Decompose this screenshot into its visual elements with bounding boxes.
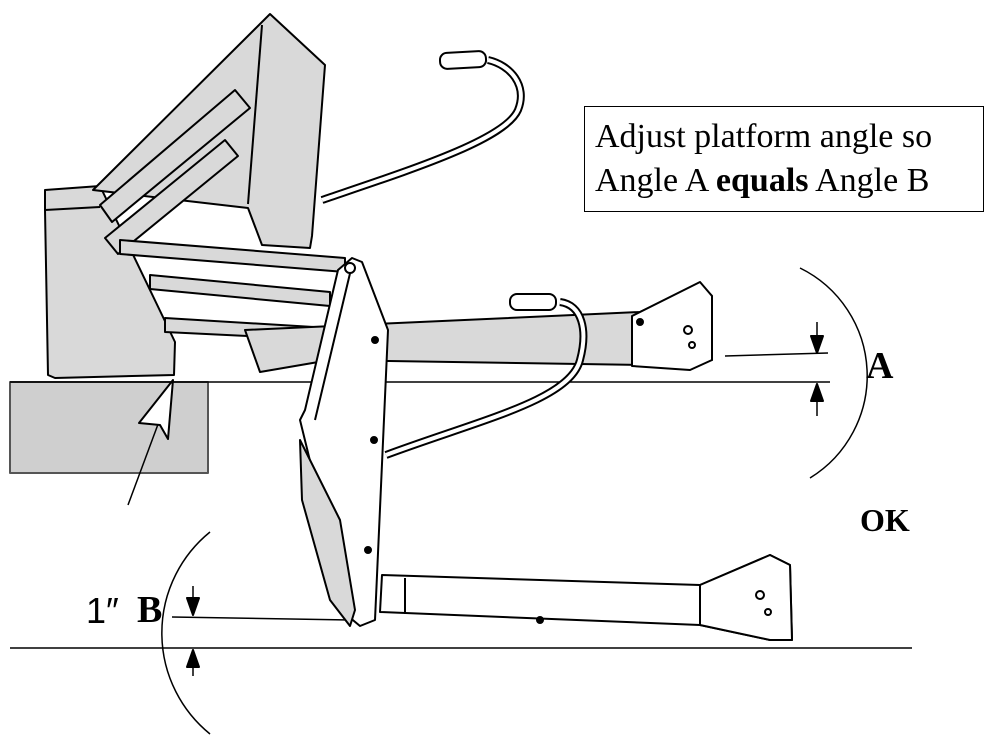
ok-label: OK	[860, 502, 910, 538]
arrow-b-up	[186, 649, 200, 668]
lower-platform	[299, 439, 793, 641]
curb-block	[9, 381, 209, 474]
upper-platform	[44, 13, 713, 379]
instruction-line-1: Adjust platform angle so	[595, 118, 933, 155]
arrow-a-down	[810, 335, 824, 354]
angle-b-arc	[161, 531, 211, 735]
arrow-b-down	[186, 597, 200, 616]
arrow-a-up	[810, 383, 824, 402]
lower-handle-grip	[384, 293, 588, 459]
angle-b-label: B	[137, 589, 163, 631]
instruction-note: Adjust platform angle so Angle A equals …	[584, 106, 984, 212]
angle-a-label: A	[866, 345, 894, 387]
pointer-arrowhead	[138, 379, 174, 440]
upper-platform-line	[724, 352, 829, 357]
instruction-emphasis: equals	[715, 162, 809, 199]
instruction-line-2: Angle A equals Angle B	[595, 159, 983, 203]
instruction-line-2-suffix: Angle B	[808, 162, 930, 199]
lower-platform-line	[171, 616, 351, 621]
angle-a-arc	[799, 267, 868, 479]
instruction-line-2-prefix: Angle A	[595, 162, 716, 199]
upper-handle	[320, 50, 525, 204]
lift-column	[299, 257, 389, 627]
height-label: 1″	[86, 590, 119, 631]
